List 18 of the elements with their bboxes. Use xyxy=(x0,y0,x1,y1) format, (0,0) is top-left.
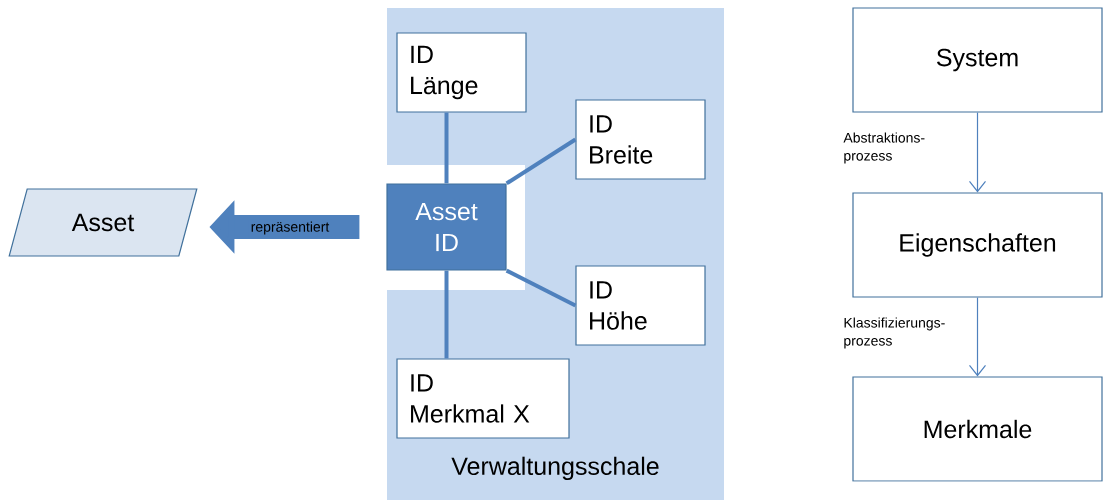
asset-id-box: Asset ID xyxy=(386,183,507,271)
arrow xyxy=(968,297,987,377)
connector-line xyxy=(505,137,577,186)
connector-line xyxy=(444,270,449,359)
process-box: Merkmale xyxy=(852,376,1103,482)
connector-line xyxy=(444,112,449,184)
process-box: System xyxy=(852,7,1103,113)
attribute-box: ID Länge xyxy=(396,32,527,113)
connector-line xyxy=(505,268,577,308)
edge-label: Abstraktions- prozess xyxy=(843,132,925,164)
arrow xyxy=(968,112,987,193)
attribute-box: ID Merkmal X xyxy=(396,358,570,439)
process-box: Eigenschaften xyxy=(852,192,1103,298)
attribute-box: ID Höhe xyxy=(575,265,706,346)
parallelogram: Asset xyxy=(8,188,198,257)
attribute-box: ID Breite xyxy=(575,99,706,180)
edge-label: repräsentiert xyxy=(251,221,330,235)
edge-label: Klassifizierungs- prozess xyxy=(844,317,945,349)
